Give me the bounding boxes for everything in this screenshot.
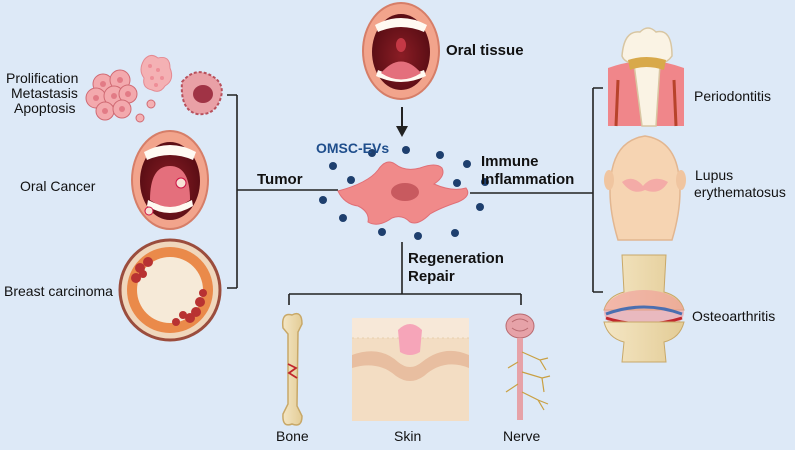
regeneration-heading-line2: Repair xyxy=(408,268,455,285)
oral-cancer-mouth-icon xyxy=(131,130,209,230)
oral-cancer-label: Oral Cancer xyxy=(20,178,96,194)
process-metastasis-label: Metastasis xyxy=(11,85,78,101)
tooth-gum-icon xyxy=(608,27,684,127)
process-proliferation-label: Prolification xyxy=(6,70,79,86)
lupus-label-line1: Lupus xyxy=(695,167,734,183)
skin-label: Skin xyxy=(394,428,422,444)
breast-duct-icon xyxy=(118,238,222,342)
skin-icon xyxy=(352,318,469,421)
nerve-label: Nerve xyxy=(503,428,541,444)
omsc-evs-label: OMSC-EVs xyxy=(316,140,390,156)
face-rash-icon xyxy=(604,135,686,241)
process-apoptosis-label: Apoptosis xyxy=(14,100,76,116)
periodontitis-label: Periodontitis xyxy=(694,88,772,104)
breast-carcinoma-label: Breast carcinoma xyxy=(4,283,113,299)
immune-heading-line1: Immune xyxy=(481,153,539,170)
vesicles xyxy=(319,146,489,240)
bone-icon xyxy=(281,312,303,426)
stem-cell-icon xyxy=(337,161,469,225)
nerve-icon xyxy=(505,313,551,420)
arrow-down xyxy=(396,107,408,137)
bone-label: Bone xyxy=(276,428,309,444)
tumor-cells-icon xyxy=(85,54,223,123)
oral-tissue-label: Oral tissue xyxy=(446,42,524,59)
open-mouth-icon xyxy=(362,2,440,100)
osteoarthritis-label: Osteoarthritis xyxy=(692,308,776,324)
regeneration-heading-line1: Regeneration xyxy=(408,250,504,267)
tumor-heading: Tumor xyxy=(257,171,303,188)
lupus-label-line2: erythematosus xyxy=(694,184,786,200)
connector-lines xyxy=(227,87,603,305)
immune-heading-line2: Inflammation xyxy=(481,171,575,188)
knee-joint-icon xyxy=(603,254,685,363)
